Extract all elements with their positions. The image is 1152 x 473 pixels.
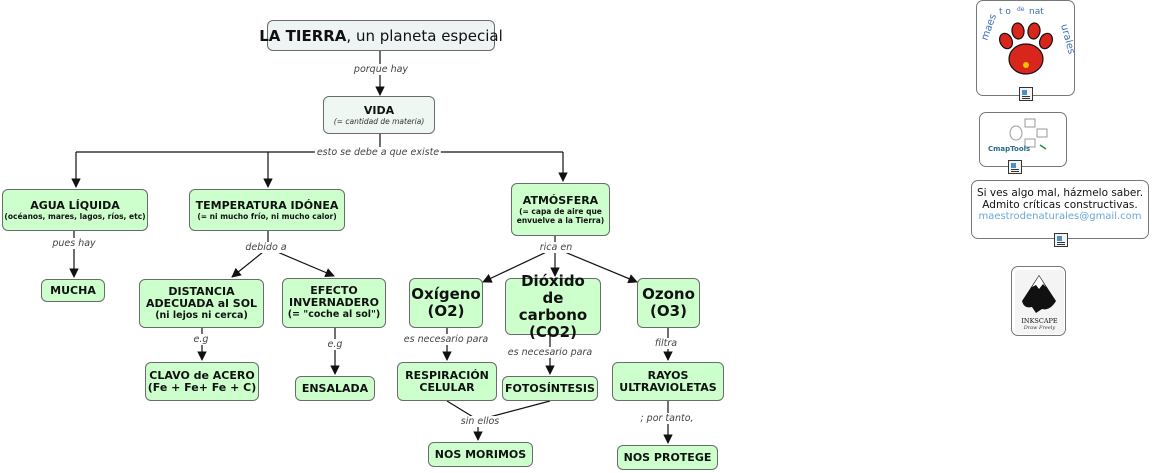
svg-text:t o: t o: [999, 7, 1011, 17]
inkscape-label: INKSCAPE: [1021, 317, 1058, 325]
inkscape-logo-icon: [1015, 270, 1064, 334]
svg-text:nat: nat: [1029, 7, 1044, 17]
efecto-line-2: INVERNADERO: [289, 296, 379, 309]
link-label-necesario-2: es necesario para: [505, 347, 595, 358]
concept-rayos-ultravioletas[interactable]: RAYOS ULTRAVIOLETAS: [612, 362, 724, 401]
inkscape-card[interactable]: INKSCAPE Draw Freely: [1011, 266, 1066, 336]
clavo-line-2: (Fe + Fe+ Fe + C): [147, 380, 257, 394]
cmaptools-logo-icon: [1009, 118, 1048, 150]
agua-sub: (océanos, mares, lagos, ríos, etc): [4, 211, 146, 221]
concept-nos-morimos[interactable]: NOS MORIMOS: [428, 442, 533, 467]
note-line-2: Admito críticas constructivas.: [982, 199, 1138, 211]
morimos-title: NOS MORIMOS: [434, 447, 527, 461]
protege-title: NOS PROTEGE: [623, 450, 712, 464]
link-label-porque-hay: porque hay: [351, 64, 411, 75]
link-label-rica-en: rica en: [537, 242, 575, 253]
title-rest: , un planeta especial: [346, 26, 503, 45]
distancia-line-1: DISTANCIA: [168, 284, 235, 298]
temperatura-sub: (= ni mucho frío, ni mucho calor): [197, 211, 337, 221]
respiracion-line-2: CELULAR: [419, 380, 475, 394]
efecto-sub: (= "coche al sol"): [287, 309, 381, 320]
cmaptools-card[interactable]: CmapTools: [979, 112, 1067, 174]
link-label-necesario-1: es necesario para: [401, 334, 491, 345]
link-label-sin-ellos: sin ellos: [458, 416, 502, 427]
concept-clavo-de-acero[interactable]: CLAVO de ACERO (Fe + Fe+ Fe + C): [145, 362, 259, 401]
ozono-line-1: Ozono: [642, 285, 695, 303]
link-label-por-tanto: ; por tanto,: [638, 413, 696, 424]
concept-ensalada[interactable]: ENSALADA: [295, 376, 375, 401]
concept-vida[interactable]: VIDA (= cantidad de materia): [323, 96, 435, 134]
link-label-se-debe: esto se debe a que existe: [314, 147, 442, 158]
oxigeno-line-2: (O2): [427, 302, 465, 320]
vida-sub: (= cantidad de materia): [333, 116, 425, 126]
atmosfera-title: ATMÓSFERA: [522, 193, 599, 207]
concept-mucha[interactable]: MUCHA: [41, 279, 105, 302]
vida-title: VIDA: [363, 103, 395, 117]
concept-efecto-invernadero[interactable]: EFECTO INVERNADERO (= "coche al sol"): [282, 278, 386, 328]
ensalada-title: ENSALADA: [301, 381, 369, 395]
mucha-title: MUCHA: [50, 283, 96, 297]
temperatura-title: TEMPERATURA IDÓNEA: [195, 198, 339, 212]
dioxido-line-2: de carbono: [518, 288, 588, 324]
clavo-line-1: CLAVO de ACERO: [149, 368, 255, 382]
dioxido-line-1: Dióxido: [521, 271, 585, 290]
cmaptools-label: CmapTools: [988, 145, 1031, 153]
concept-dioxido-de-carbono[interactable]: Dióxido de carbono (CO2): [505, 272, 601, 340]
resource-doc-icon[interactable]: [1008, 160, 1022, 174]
respiracion-line-1: RESPIRACIÓN: [405, 368, 489, 382]
concept-fotosintesis[interactable]: FOTOSÍNTESIS: [502, 376, 598, 401]
maestro-logo-card[interactable]: maes t o de nat urales: [976, 0, 1077, 101]
svg-text:de: de: [1017, 6, 1025, 13]
ozono-line-2: (O3): [650, 302, 687, 320]
rayos-line-2: ULTRAVIOLETAS: [619, 380, 717, 394]
link-label-eg-2: e.g: [325, 339, 345, 350]
link-label-eg-1: e.g: [191, 334, 211, 345]
concept-respiracion-celular[interactable]: RESPIRACIÓN CELULAR: [397, 362, 497, 401]
atmosfera-sub-2: envuelve a la Tierra): [516, 215, 605, 225]
contact-email[interactable]: maestrodenaturales@gmail.com: [978, 211, 1142, 222]
agua-title: AGUA LÍQUIDA: [30, 198, 120, 212]
inkscape-tagline: Draw Freely: [1023, 325, 1056, 331]
efecto-line-1: EFECTO: [310, 284, 358, 297]
feedback-note-card: Si ves algo mal, házmelo saber. Admito c…: [971, 180, 1149, 247]
link-label-filtra: filtra: [652, 338, 680, 349]
concept-agua-liquida[interactable]: AGUA LÍQUIDA (océanos, mares, lagos, río…: [2, 189, 148, 231]
note-line-1: Si ves algo mal, házmelo saber.: [976, 187, 1144, 199]
concept-temperatura[interactable]: TEMPERATURA IDÓNEA (= ni mucho frío, ni …: [189, 189, 345, 231]
link-label-debido-a: debido a: [243, 242, 289, 253]
paw-logo-icon: maes t o de nat urales: [979, 6, 1077, 75]
resource-doc-icon[interactable]: [1019, 87, 1033, 101]
atmosfera-sub-1: (= capa de aire que: [519, 206, 602, 216]
rayos-line-1: RAYOS: [647, 368, 689, 382]
concept-la-tierra[interactable]: LA TIERRA, un planeta especial: [259, 20, 503, 51]
distancia-sub: (ni lejos ni cerca): [155, 309, 248, 321]
svg-text:urales: urales: [1058, 23, 1076, 56]
link-label-pues-hay: pues hay: [50, 238, 98, 249]
concept-nos-protege[interactable]: NOS PROTEGE: [617, 445, 718, 470]
dioxido-line-3: (CO2): [529, 322, 577, 341]
fotosintesis-title: FOTOSÍNTESIS: [505, 381, 595, 395]
concept-ozono[interactable]: Ozono (O3): [637, 278, 700, 328]
title-bold: LA TIERRA: [259, 26, 347, 45]
resource-doc-icon[interactable]: [1054, 233, 1068, 247]
distancia-line-2: ADECUADA al SOL: [145, 296, 258, 310]
concept-oxigeno[interactable]: Oxígeno (O2): [409, 278, 483, 328]
oxigeno-line-1: Oxígeno: [411, 285, 481, 303]
concept-atmosfera[interactable]: ATMÓSFERA (= capa de aire que envuelve a…: [511, 183, 610, 236]
svg-text:maes: maes: [979, 13, 999, 42]
concept-distancia[interactable]: DISTANCIA ADECUADA al SOL (ni lejos ni c…: [139, 279, 264, 328]
